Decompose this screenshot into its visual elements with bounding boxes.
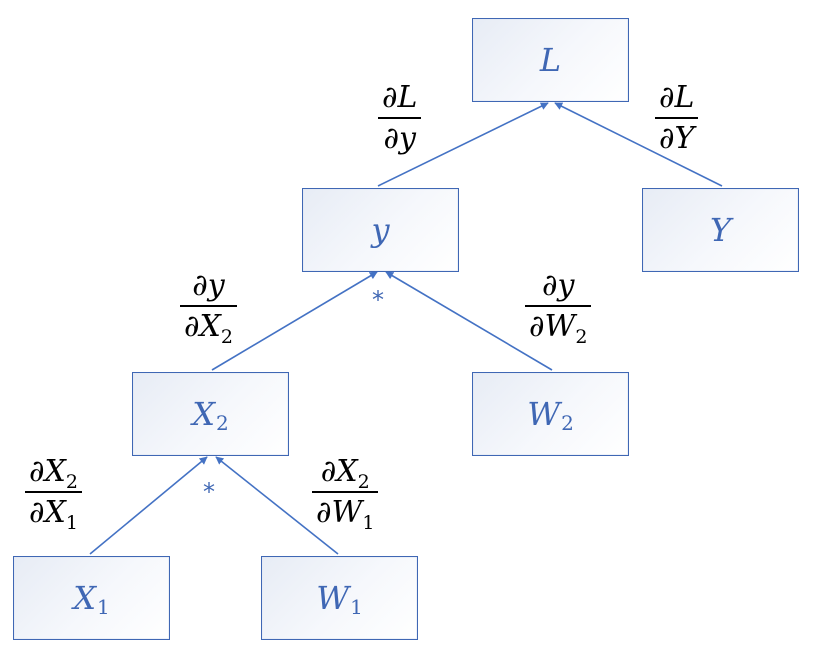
node-W2-subscript: 2 <box>561 411 574 435</box>
fraction-bar <box>312 490 379 493</box>
gradient-dL-dy: ∂L ∂y <box>378 80 422 156</box>
fraction-bar <box>180 304 237 307</box>
fraction-bar <box>378 116 422 119</box>
edge-Y-to-L <box>554 102 723 187</box>
gradient-dX2-dX1-den-subscript: 1 <box>65 511 78 534</box>
gradient-dy-dW2-den-subscript: 2 <box>575 325 588 348</box>
gradient-dy-dW2: ∂y ∂W2 <box>525 268 592 346</box>
gradient-dL-dY: ∂L ∂Y <box>655 80 699 156</box>
node-W2-symbol: W <box>527 395 561 433</box>
gradient-dX2-dW1: ∂X2 ∂W1 <box>312 454 379 532</box>
edge-X1-to-X2 <box>89 456 208 555</box>
gradient-dy-dX2: ∂y ∂X2 <box>180 268 237 346</box>
fraction-bar <box>655 116 699 119</box>
gradient-dL-dY-numerator: ∂L <box>659 80 695 115</box>
gradient-dL-dY-denominator: ∂Y <box>659 120 695 156</box>
multiply-operator-x2: * <box>203 478 215 506</box>
gradient-dX2-dX1-denominator: ∂X <box>29 494 66 530</box>
node-X1-symbol: X <box>73 579 97 617</box>
gradient-dy-dX2-den-subscript: 2 <box>220 325 233 348</box>
node-y-symbol: y <box>371 211 390 249</box>
fraction-bar <box>525 304 592 307</box>
gradient-dX2-dX1-num-subscript: 2 <box>65 471 78 493</box>
edge-W1-to-X2 <box>215 456 339 555</box>
node-W1-symbol: W <box>316 579 350 617</box>
node-L: L <box>472 18 629 102</box>
node-y: y <box>302 188 459 272</box>
gradient-dX2-dX1-numerator: ∂X <box>29 454 66 489</box>
gradient-dy-dW2-numerator: ∂y <box>541 268 575 303</box>
node-Y: Y <box>642 188 799 272</box>
node-L-symbol: L <box>539 41 562 79</box>
edge-W2-to-y <box>385 271 553 371</box>
gradient-dy-dX2-numerator: ∂y <box>192 268 225 303</box>
gradient-dy-dX2-denominator: ∂X <box>184 308 221 344</box>
node-X2-symbol: X <box>192 395 216 433</box>
node-X2-subscript: 2 <box>216 411 229 435</box>
gradient-dX2-dW1-den-subscript: 1 <box>362 511 375 534</box>
gradient-dX2-dW1-denominator: ∂W <box>316 494 363 530</box>
gradient-dX2-dW1-numerator: ∂X <box>320 454 358 489</box>
edge-X2-to-y <box>211 271 378 371</box>
edge-y-to-L <box>377 102 549 187</box>
node-Y-symbol: Y <box>709 211 732 249</box>
fraction-bar <box>25 490 82 493</box>
gradient-dX2-dX1: ∂X2 ∂X1 <box>25 454 82 532</box>
gradient-dX2-dW1-num-subscript: 2 <box>357 471 370 493</box>
multiply-operator-y: * <box>372 286 384 314</box>
node-W1-subscript: 1 <box>350 595 363 619</box>
gradient-dL-dy-numerator: ∂L <box>382 80 418 115</box>
gradient-dy-dW2-denominator: ∂W <box>529 308 576 344</box>
gradient-dL-dy-denominator: ∂y <box>383 120 416 156</box>
node-X1-subscript: 1 <box>97 595 110 619</box>
